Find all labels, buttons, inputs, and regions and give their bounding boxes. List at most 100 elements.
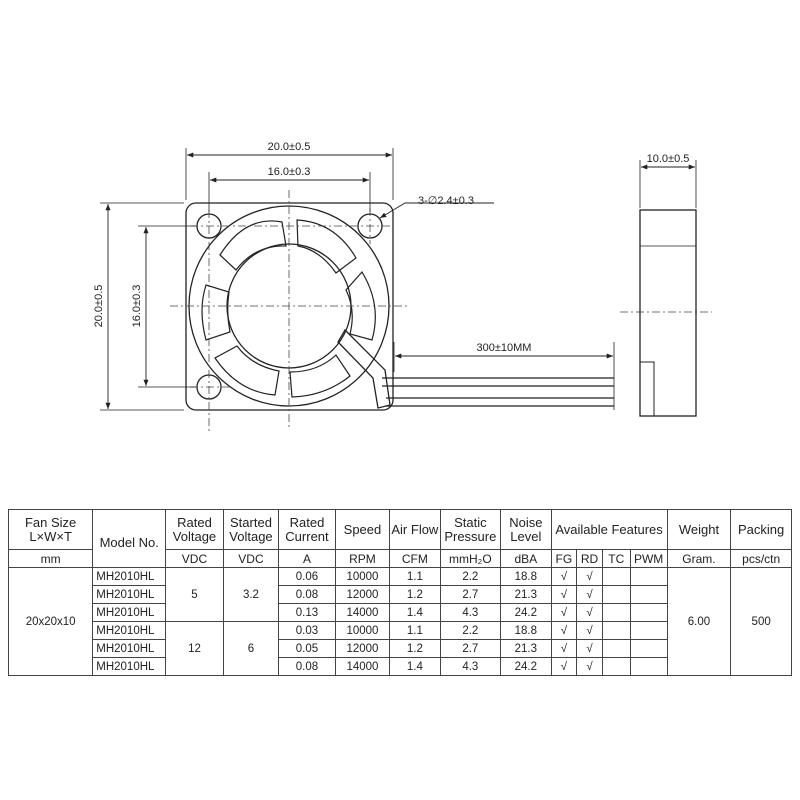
extension-lines [100, 148, 697, 411]
header-fan-size: Fan Size L×W×T [7, 509, 94, 550]
unit-air-flow: CFM [389, 549, 441, 568]
side-view-body [639, 209, 697, 417]
table-row: MH2010HL 0.08 14000 1.4 4.3 24.2 √ √ [9, 657, 792, 676]
cell-tc [601, 639, 631, 658]
weight-value: 6.00 [666, 567, 732, 676]
table-row: MH2010HL 0.05 12000 1.2 2.7 21.3 √ √ [9, 639, 792, 658]
cell-fg: √ [550, 567, 578, 586]
cell-airflow: 1.1 [389, 621, 441, 640]
unit-fan-size: mm [7, 549, 94, 568]
unit-started-voltage: VDC [222, 549, 280, 568]
header-rated-voltage: Rated Voltage [165, 509, 224, 550]
cell-model: MH2010HL [92, 603, 167, 622]
cell-pwm [629, 567, 668, 586]
cell-pwm [629, 639, 668, 658]
started-voltage-value: 3.2 [222, 567, 280, 622]
fan-blades [201, 219, 376, 398]
fan-frame [185, 202, 394, 411]
unit-speed: RPM [334, 549, 391, 568]
cell-pwm [629, 603, 668, 622]
cell-rd: √ [576, 621, 603, 640]
unit-weight: Gram. [666, 549, 732, 568]
header-started-voltage: Started Voltage [222, 509, 280, 550]
header-model: Model No. [92, 509, 167, 568]
cell-speed: 10000 [334, 621, 391, 640]
cell-rd: √ [576, 567, 603, 586]
fan-side-view [639, 209, 697, 417]
cell-speed: 12000 [334, 585, 391, 604]
fan-front-view [185, 202, 614, 411]
cell-pressure: 2.7 [439, 639, 502, 658]
cell-pressure: 2.2 [439, 621, 502, 640]
cell-tc [601, 603, 631, 622]
cell-current: 0.06 [278, 567, 336, 586]
cell-model: MH2010HL [92, 567, 167, 586]
cell-current: 0.03 [278, 621, 336, 640]
rated-voltage-value: 5 [165, 567, 224, 622]
dim-hole-callout: 3-∅2.4±0.3 [418, 195, 474, 207]
table-row: 20x20x10 MH2010HL 5 3.2 0.06 10000 1.1 2… [7, 567, 792, 676]
cell-current: 0.05 [278, 639, 336, 658]
cell-rd: √ [576, 639, 603, 658]
dim-hole-spacing-x: 16.0±0.3 [268, 166, 311, 178]
rated-voltage-value: 12 [165, 621, 224, 676]
unit-static-pressure: mmH₂O [439, 549, 502, 568]
unit-rd: RD [576, 549, 603, 568]
table-row: MH2010HL 0.08 12000 1.2 2.7 21.3 √ √ [9, 585, 792, 604]
unit-noise-level: dBA [500, 549, 552, 568]
header-available-features: Available Features [550, 509, 668, 550]
cell-noise: 21.3 [500, 639, 552, 658]
cell-airflow: 1.2 [389, 585, 441, 604]
cell-tc [601, 621, 631, 640]
cell-rd: √ [576, 657, 603, 676]
unit-tc: TC [601, 549, 631, 568]
cell-airflow: 1.4 [389, 657, 441, 676]
cell-speed: 10000 [334, 567, 391, 586]
cell-rd: √ [576, 585, 603, 604]
cell-fg: √ [550, 657, 578, 676]
header-static-pressure: Static Pressure [439, 509, 502, 550]
center-lines [170, 190, 712, 432]
cell-speed: 14000 [334, 657, 391, 676]
table-row: MH2010HL 12 6 0.03 10000 1.1 2.2 18.8 √ … [9, 621, 792, 676]
header-noise-level: Noise Level [500, 509, 552, 550]
header-weight: Weight [666, 509, 732, 550]
cell-speed: 14000 [334, 603, 391, 622]
cell-current: 0.08 [278, 585, 336, 604]
fan-size-value: 20x20x10 [7, 567, 94, 676]
unit-rated-voltage: VDC [165, 549, 224, 568]
cell-fg: √ [550, 603, 578, 622]
cell-speed: 12000 [334, 639, 391, 658]
cell-noise: 18.8 [500, 621, 552, 640]
cell-pressure: 4.3 [439, 657, 502, 676]
cell-fg: √ [550, 639, 578, 658]
cell-tc [601, 585, 631, 604]
cell-airflow: 1.2 [389, 639, 441, 658]
fan-technical-drawing: 20.0±0.5 16.0±0.3 3-∅2.4±0.3 20.0±0.5 16… [93, 141, 712, 432]
cell-pwm [629, 621, 668, 640]
cell-tc [601, 657, 631, 676]
unit-rated-current: A [278, 549, 336, 568]
cell-pressure: 4.3 [439, 603, 502, 622]
dim-front-width: 20.0±0.5 [268, 141, 311, 153]
spec-table: Fan Size L×W×T Model No. Rated Voltage S… [7, 509, 792, 676]
dimension-lines [105, 152, 695, 409]
unit-packing: pcs/ctn [730, 549, 792, 568]
cell-noise: 24.2 [500, 603, 552, 622]
packing-value: 500 [730, 567, 792, 676]
started-voltage-value: 6 [222, 621, 280, 676]
header-packing: Packing [730, 509, 792, 550]
cell-noise: 18.8 [500, 567, 552, 586]
cell-rd: √ [576, 603, 603, 622]
cell-current: 0.13 [278, 603, 336, 622]
header-row: Fan Size L×W×T Model No. Rated Voltage S… [7, 509, 792, 568]
dim-hole-spacing-y: 16.0±0.3 [131, 285, 143, 328]
header-rated-current: Rated Current [278, 509, 336, 550]
cell-pressure: 2.7 [439, 585, 502, 604]
cell-model: MH2010HL [92, 585, 167, 604]
cell-model: MH2010HL [92, 657, 167, 676]
cable-strut [337, 328, 391, 409]
cell-pressure: 2.2 [439, 567, 502, 586]
header-speed: Speed [334, 509, 391, 550]
cell-model: MH2010HL [92, 639, 167, 658]
